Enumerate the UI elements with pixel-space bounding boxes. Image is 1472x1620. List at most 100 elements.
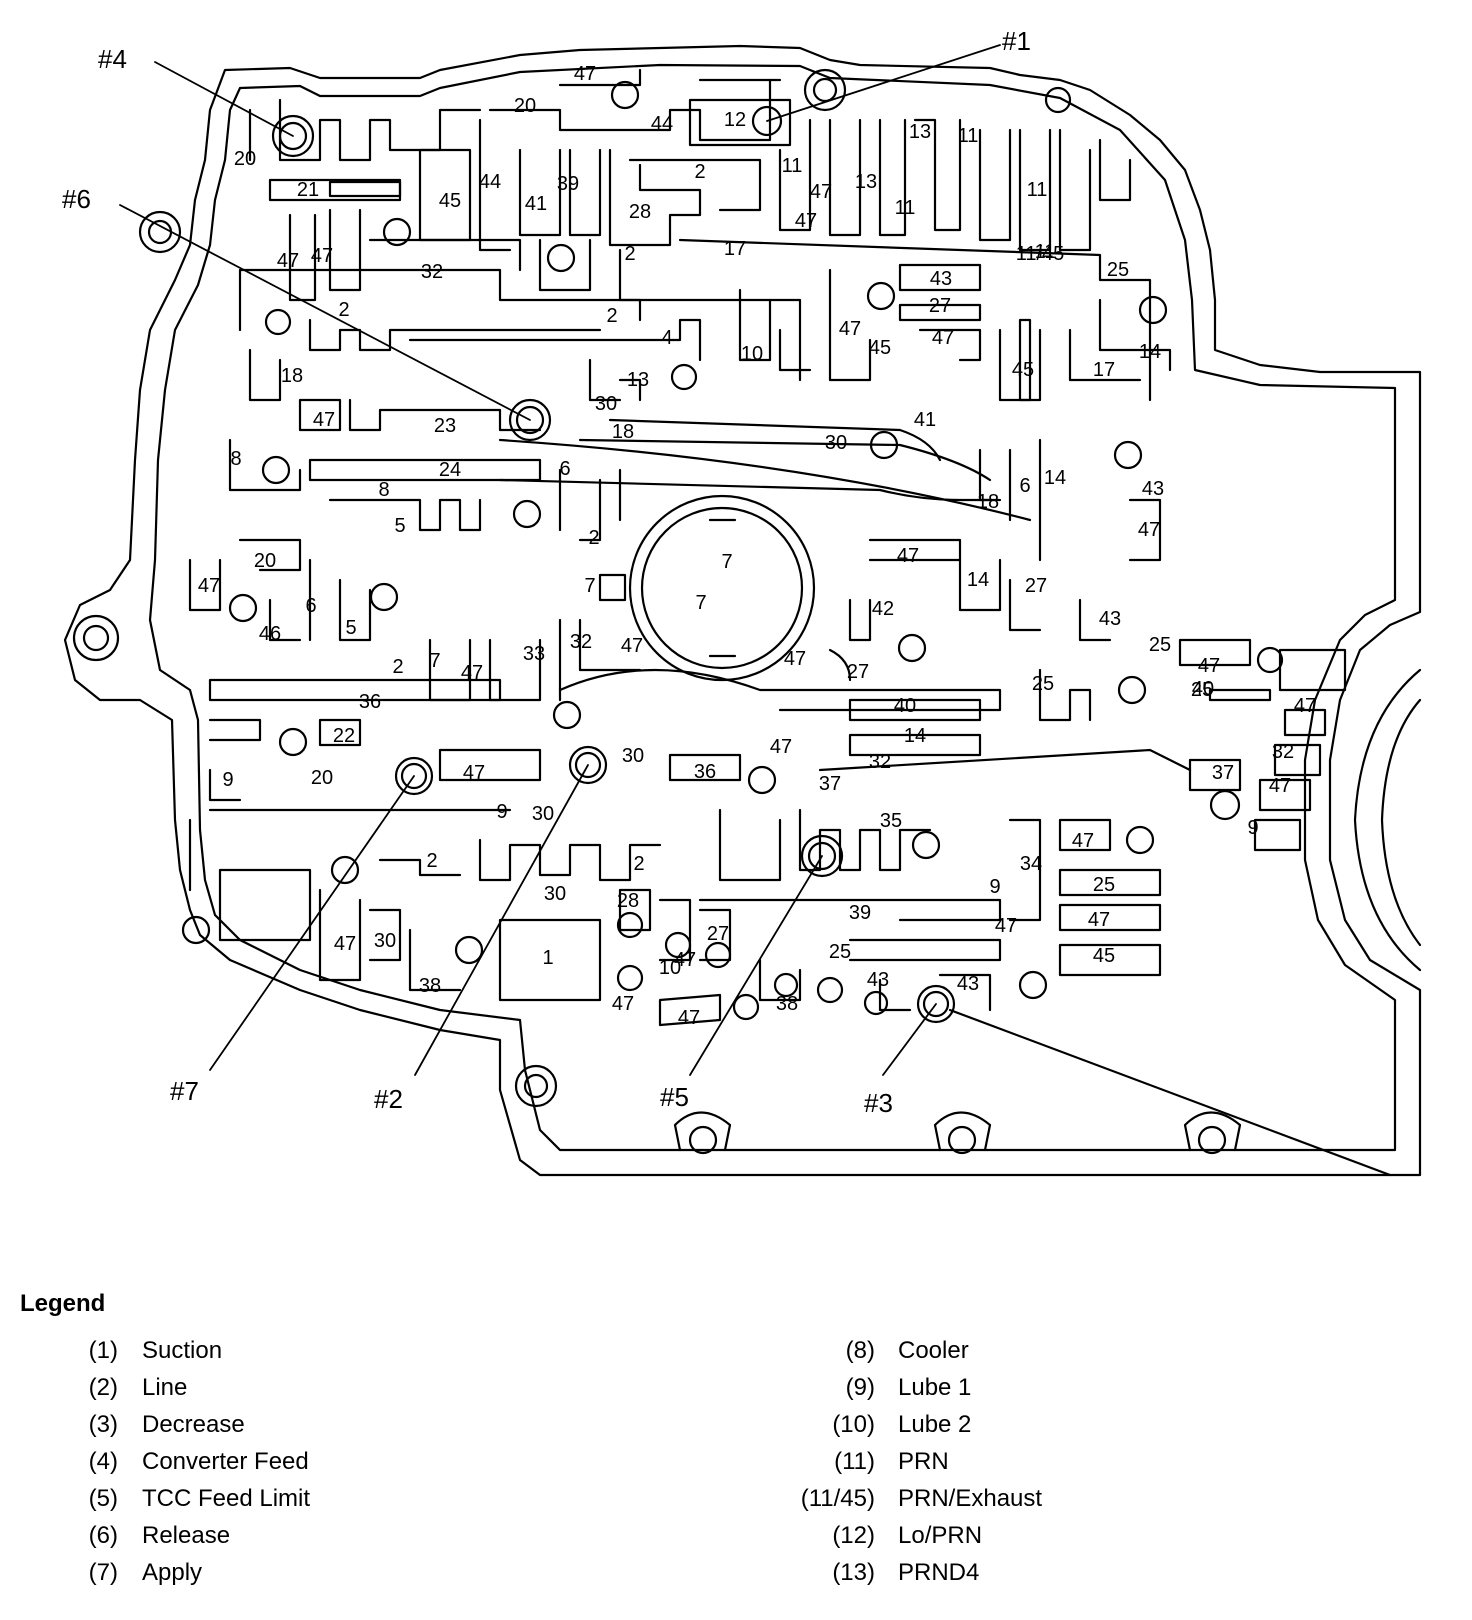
passage-number: 2 — [633, 853, 644, 875]
passage-number: 2 — [426, 850, 437, 872]
passage-number: 25 — [1149, 634, 1171, 656]
legend-name: Cooler — [898, 1337, 969, 1364]
passage-number: 38 — [776, 993, 798, 1015]
passage-number: 5 — [394, 515, 405, 537]
passage-number: 42 — [872, 598, 894, 620]
leader-6 — [119, 204, 531, 421]
passage-number: 11 — [1027, 179, 1048, 201]
passage-number: 34 — [1020, 853, 1042, 875]
passage-number: 47 — [621, 635, 643, 657]
passage-number: 47 — [839, 318, 861, 340]
passage-number: 38 — [419, 975, 441, 997]
check-ball-5 — [800, 834, 844, 878]
passage-number: 47 — [932, 327, 954, 349]
passage-number: 2 — [392, 656, 403, 678]
legend-code: (13) — [832, 1559, 875, 1586]
passage-number: 13 — [627, 369, 649, 391]
legend-code: (7) — [88, 1559, 118, 1586]
passage-number: 32 — [869, 751, 891, 773]
passage-number: 14 — [1139, 341, 1161, 363]
passage-number: 20 — [311, 767, 333, 789]
passage-number: 13 — [855, 171, 877, 193]
passage-number: 18 — [281, 365, 303, 387]
passage-number: 36 — [359, 691, 381, 713]
passage-number: 30 — [622, 745, 644, 767]
passage-number: 46 — [259, 623, 281, 645]
legend-name: PRN/Exhaust — [898, 1485, 1043, 1512]
passage-number: 7 — [584, 575, 595, 597]
passage-number: 11 — [895, 197, 916, 219]
passage-number: 32 — [1272, 741, 1294, 763]
passage-number: 11/45 — [1016, 243, 1065, 265]
passage-number: 11 — [782, 155, 803, 177]
passage-number: 27 — [707, 923, 729, 945]
passage-number: 47 — [770, 736, 792, 758]
passage-number: 41 — [525, 193, 547, 215]
leader-5 — [689, 855, 823, 1076]
legend-code: (11/45) — [800, 1485, 875, 1512]
passage-number: 28 — [629, 201, 651, 223]
check-ball-6 — [508, 398, 552, 442]
legend-name: Apply — [142, 1559, 203, 1586]
legend-code: (10) — [832, 1411, 875, 1438]
legend-code: (1) — [88, 1337, 118, 1364]
passage-number: 1 — [542, 947, 553, 969]
callout-1: #1 — [1002, 26, 1031, 56]
passage-number: 45 — [1093, 945, 1115, 967]
passage-number: 37 — [1212, 762, 1234, 784]
passage-number: 2 — [338, 299, 349, 321]
passage-number: 32 — [570, 631, 592, 653]
legend-name: Converter Feed — [142, 1448, 309, 1475]
passage-number: 2 — [624, 243, 635, 265]
callout-4: #4 — [98, 44, 127, 74]
passage-number: 5 — [345, 617, 356, 639]
passage-number: 18 — [612, 421, 634, 443]
passage-number: 2 — [588, 527, 599, 549]
passage-number: 14 — [967, 569, 989, 591]
valve-body-diagram: #1 #4 #6 #7 #2 #5 #3 4720441220211131111… — [62, 26, 1422, 1177]
leader-3 — [882, 1003, 937, 1076]
passage-number: 6 — [1019, 475, 1030, 497]
passage-number: 47 — [1138, 519, 1160, 541]
passage-number: 47 — [784, 648, 806, 670]
passage-number: 25 — [829, 941, 851, 963]
legend-name: Lube 1 — [898, 1374, 972, 1401]
passage-number: 14 — [904, 725, 926, 747]
passage-number: 4 — [661, 327, 672, 349]
passage-number: 23 — [434, 415, 456, 437]
passage-number: 41 — [914, 409, 936, 431]
passage-number: 27 — [1025, 575, 1047, 597]
passage-number: 40 — [894, 695, 916, 717]
legend-code: (4) — [88, 1448, 118, 1475]
legend-title: Legend — [20, 1290, 106, 1317]
passage-number: 17 — [724, 238, 746, 260]
passage-number: 44 — [651, 113, 673, 135]
legend-name: Decrease — [142, 1411, 245, 1438]
passage-number: 47 — [463, 762, 485, 784]
passage-number: 14 — [1044, 467, 1066, 489]
passage-number: 43 — [1099, 608, 1121, 630]
passage-number: 47 — [810, 181, 832, 203]
passage-number: 45 — [869, 337, 891, 359]
passage-number: 45 — [1012, 359, 1034, 381]
callout-7: #7 — [170, 1076, 199, 1106]
passage-number: 11 — [958, 125, 979, 147]
passage-number: 47 — [1072, 830, 1094, 852]
leader-1 — [766, 44, 1001, 122]
passage-number: 47 — [461, 662, 483, 684]
passage-number: 47 — [574, 63, 596, 85]
check-ball-4 — [271, 114, 315, 158]
check-ball-7 — [394, 756, 434, 796]
passage-number: 20 — [234, 148, 256, 170]
passage-number: 27 — [929, 295, 951, 317]
passage-number: 43 — [930, 268, 952, 290]
callout-3: #3 — [864, 1088, 893, 1118]
passage-number: 7 — [721, 551, 732, 573]
passage-number: 47 — [334, 933, 356, 955]
casting-outline — [63, 44, 1422, 1177]
passage-number: 25 — [1107, 259, 1129, 281]
passage-number: 47 — [897, 545, 919, 567]
passage-number: 30 — [825, 432, 847, 454]
passage-number: 9 — [222, 769, 233, 791]
